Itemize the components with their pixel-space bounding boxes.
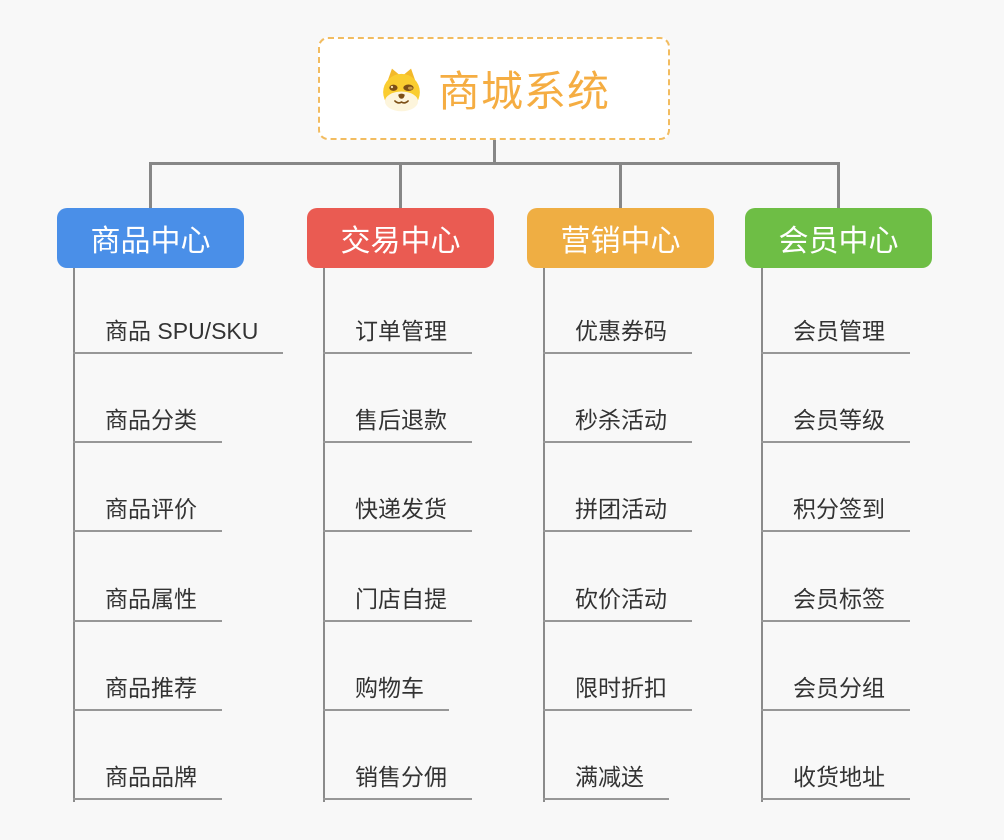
branch-node[interactable]: 营销中心 [527, 208, 714, 268]
doge-icon [383, 68, 420, 112]
root-title: 商城系统 [437, 68, 610, 115]
child-topic[interactable]: 收货地址 [761, 762, 910, 800]
child-topic-label: 会员分组 [761, 673, 910, 711]
child-topic-label: 商品属性 [73, 584, 222, 622]
child-topic-label: 商品评价 [73, 494, 222, 532]
child-topic[interactable]: 秒杀活动 [543, 405, 692, 443]
child-topic-label: 销售分佣 [323, 762, 472, 800]
branch-trunk-line [543, 268, 545, 802]
child-topic-label: 快递发货 [323, 494, 472, 532]
child-topic-label: 满减送 [543, 762, 669, 800]
connector-root-drop [493, 138, 496, 163]
child-topic-label: 会员等级 [761, 405, 910, 443]
connector-branch-drop [399, 162, 402, 209]
child-topic[interactable]: 满减送 [543, 762, 669, 800]
child-topic-label: 限时折扣 [543, 673, 692, 711]
child-topic-label: 售后退款 [323, 405, 472, 443]
child-topic-label: 会员管理 [761, 316, 910, 354]
child-topic[interactable]: 商品 SPU/SKU [73, 316, 284, 354]
child-topic-label: 砍价活动 [543, 584, 692, 622]
child-topic[interactable]: 砍价活动 [543, 584, 692, 622]
child-topic[interactable]: 商品评价 [73, 494, 222, 532]
child-topic-label: 商品推荐 [73, 673, 222, 711]
child-topic-label: 商品 SPU/SKU [73, 316, 284, 354]
child-topic[interactable]: 会员标签 [761, 584, 910, 622]
branch-trunk-line [323, 268, 325, 802]
connector-branch-drop [619, 162, 622, 209]
child-topic-label: 商品分类 [73, 405, 222, 443]
child-topic-label: 会员标签 [761, 584, 910, 622]
child-topic-label: 优惠券码 [543, 316, 692, 354]
child-topic[interactable]: 购物车 [323, 673, 449, 711]
connector-branch-drop [149, 162, 152, 209]
child-topic[interactable]: 售后退款 [323, 405, 472, 443]
branch-node[interactable]: 会员中心 [745, 208, 932, 268]
child-topic[interactable]: 商品推荐 [73, 673, 222, 711]
child-topic[interactable]: 会员管理 [761, 316, 910, 354]
child-topic[interactable]: 会员等级 [761, 405, 910, 443]
child-topic[interactable]: 订单管理 [323, 316, 472, 354]
branch-node[interactable]: 交易中心 [307, 208, 494, 268]
child-topic[interactable]: 商品属性 [73, 584, 222, 622]
child-topic[interactable]: 商品品牌 [73, 762, 222, 800]
child-topic[interactable]: 会员分组 [761, 673, 910, 711]
branch-trunk-line [761, 268, 763, 802]
child-topic[interactable]: 商品分类 [73, 405, 222, 443]
child-topic-label: 积分签到 [761, 494, 910, 532]
child-topic[interactable]: 限时折扣 [543, 673, 692, 711]
child-topic[interactable]: 销售分佣 [323, 762, 472, 800]
child-topic[interactable]: 优惠券码 [543, 316, 692, 354]
child-topic-label: 拼团活动 [543, 494, 692, 532]
child-topic-label: 购物车 [323, 673, 449, 711]
branch-trunk-line [73, 268, 75, 802]
child-topic-label: 门店自提 [323, 584, 472, 622]
connector-horizontal-bar [149, 162, 840, 165]
child-topic[interactable]: 门店自提 [323, 584, 472, 622]
child-topic-label: 订单管理 [323, 316, 472, 354]
child-topic-label: 秒杀活动 [543, 405, 692, 443]
root-node[interactable]: 商城系统 [318, 37, 670, 140]
child-topic[interactable]: 快递发货 [323, 494, 472, 532]
child-topic-label: 商品品牌 [73, 762, 222, 800]
connector-branch-drop [837, 162, 840, 209]
child-topic-label: 收货地址 [761, 762, 910, 800]
child-topic[interactable]: 拼团活动 [543, 494, 692, 532]
branch-node[interactable]: 商品中心 [57, 208, 244, 268]
child-topic[interactable]: 积分签到 [761, 494, 910, 532]
